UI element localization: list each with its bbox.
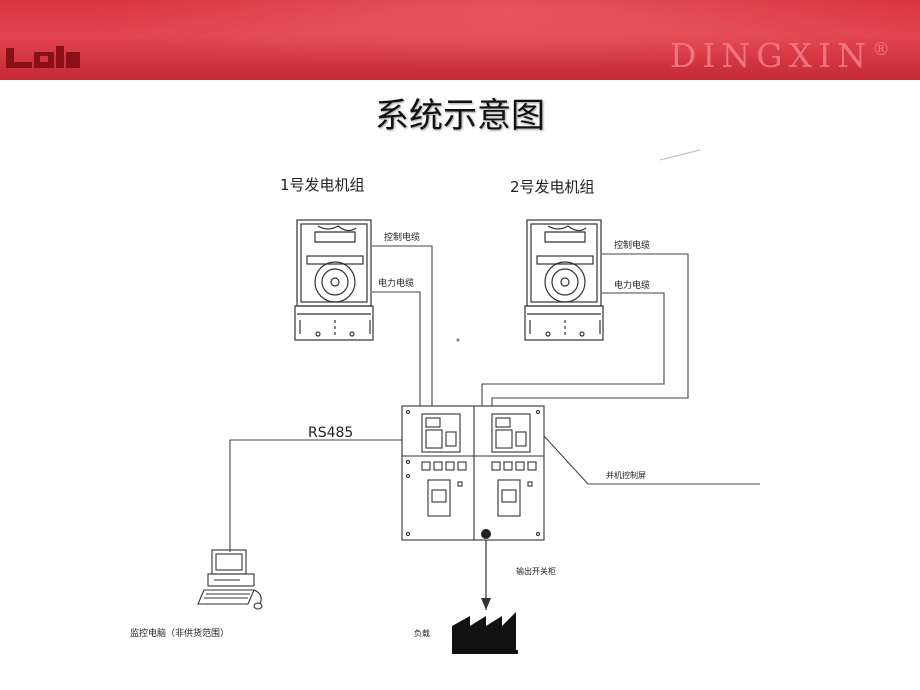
output-switch-label: 输出开关柜: [516, 566, 556, 576]
gen1-control-cable-label: 控制电缆: [384, 231, 420, 243]
rs485-line: [229, 439, 402, 552]
output-arrow-icon: [481, 598, 491, 610]
generator1-icon: [294, 219, 374, 341]
monitor-computer-icon: [197, 549, 263, 610]
gen1-cables: [372, 245, 433, 406]
generator2-icon: [524, 219, 604, 341]
gen2-power-cable-label: 电力电缆: [614, 279, 650, 291]
parallel-control-label: 并机控制屏: [606, 470, 646, 480]
registered-mark: ®: [872, 39, 890, 60]
parallel-control-line: [543, 435, 760, 485]
generator1-label: 1号发电机组: [280, 176, 365, 194]
gen2-cables: [481, 253, 689, 406]
brand-text: DINGXIN: [669, 36, 872, 75]
stray-dot: [456, 338, 460, 342]
company-logo-icon: [6, 46, 80, 68]
output-bus-node: [481, 529, 491, 539]
switchgear-cabinet: [401, 405, 545, 541]
header-banner: DINGXIN®: [0, 0, 920, 80]
banner-shine: [0, 0, 920, 80]
load-label: 负载: [414, 628, 430, 638]
slide-title: 系统示意图: [375, 96, 545, 136]
gen2-control-cable-label: 控制电缆: [614, 239, 650, 251]
factory-load-icon: [452, 612, 518, 654]
generator2-label: 2号发电机组: [510, 178, 595, 196]
corner-mark: [659, 149, 701, 161]
monitor-pc-label: 监控电脑（非供货范围）: [130, 627, 229, 639]
brand-wordmark: DINGXIN®: [670, 36, 890, 75]
gen1-power-cable-label: 电力电缆: [378, 277, 414, 289]
rs485-label: RS485: [308, 425, 353, 441]
